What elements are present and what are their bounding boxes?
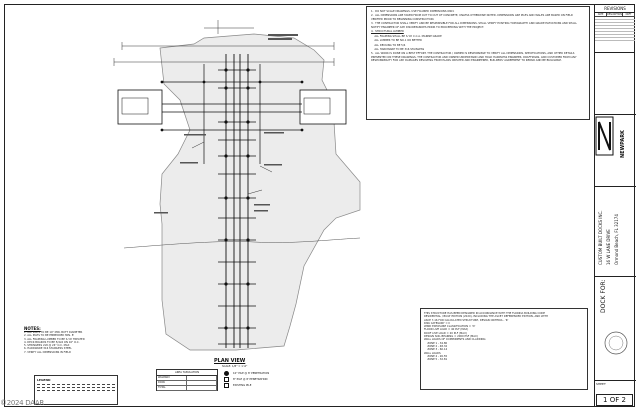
plan-view-title: PLAN VIEW <box>214 358 246 364</box>
note-line: 5. ALL WORK IS DONE ON A BEST EFFORT. TH… <box>371 52 578 63</box>
rev-row <box>595 17 635 20</box>
company-name: NEWPARK <box>620 130 626 158</box>
legend-item: EXISTING PILE <box>224 382 328 388</box>
general-notes: 1. DO NOT SCALE DRAWINGS. USE FIGURED DI… <box>366 6 590 120</box>
rev-col: DESCRIPTION <box>607 13 623 16</box>
area-cell <box>187 381 217 385</box>
note-line: ALL LUMBER TO BE NO.1 OR BETTER <box>371 39 422 43</box>
area-cell: DOCK <box>157 381 187 385</box>
design-line: DESIGN SOIL BEARING = 2000 PSF (MAX) <box>424 335 478 339</box>
design-line: WALL LOADS <box>424 351 441 355</box>
customer-name: CUSTOM BUILT DOCKS INC. <box>598 210 603 265</box>
construction-notes: NOTES: 1. ALL PILES TO BE 10" MIN. BUTT … <box>24 326 164 354</box>
rev-col: DRFT <box>623 13 635 16</box>
note-line: 1. DO NOT SCALE DRAWINGS. USE FIGURED DI… <box>371 10 455 13</box>
rev-row <box>595 38 635 41</box>
tb-divider <box>595 276 636 277</box>
note-line: ALL HARDWARE TO BE 316 STAINLESS <box>371 47 425 51</box>
revisions-table: DATE DESCRIPTION DRFT <box>595 13 635 53</box>
design-line: ZONE 4 - 26.55 <box>424 354 448 358</box>
design-line: RISK CATEGORY = II <box>424 321 450 325</box>
pile-circle-icon <box>224 370 229 376</box>
design-line: ZONE 2 - 48.32 <box>424 344 448 348</box>
table-row: DOCK <box>157 381 217 386</box>
sheet-border <box>4 4 635 407</box>
notes-line: 5. STRINGERS 2x8 @ 24" O.C. MAX <box>24 344 70 348</box>
design-line: ASCE 7-16 FOR CALCULATED STRUCTURE, DESI… <box>424 318 509 322</box>
customer-address-2: Ormond Beach, FL 32174 <box>614 214 619 265</box>
legend-divider <box>37 390 115 391</box>
area-table-title: AREA TABULATION <box>157 370 217 376</box>
tb-divider <box>595 186 636 187</box>
design-line: RESIDENTIAL / BUILT EDITION (2020), INCL… <box>424 315 548 319</box>
legend-divider <box>37 384 115 385</box>
table-row: TOTAL <box>157 386 217 391</box>
notes-title: NOTES: <box>24 326 41 331</box>
note-line: 4. STRUCTURAL LUMBER <box>371 30 404 34</box>
sheet-number: 1 OF 2 <box>596 394 633 406</box>
rev-row <box>595 29 635 32</box>
design-line: FLOOR LIVE LOAD = 40 PLF (MAX) <box>424 328 469 332</box>
note-line: 2. ALL DIMENSIONS ARE TAKEN FROM OUT TO … <box>371 14 574 21</box>
pile-square-icon <box>224 382 229 388</box>
legend-item: 10" PILE @ 8' PENETRATION <box>224 370 328 376</box>
notes-line: 7. VERIFY ALL DIMENSIONS IN FIELD <box>24 350 71 354</box>
area-tabulation: AREA TABULATION WALKWAY DOCK TOTAL <box>156 369 218 391</box>
area-cell: TOTAL <box>157 386 187 390</box>
pile-legend: 10" PILE @ 8' PENETRATION 8" PILE @ 8' P… <box>224 370 328 392</box>
note-line: 3. THE CONTRACTOR SHALL VERIFY AND BE RE… <box>371 22 578 29</box>
rev-col: DATE <box>595 13 608 16</box>
legend-item: 8" PILE @ 8' PENETRATION <box>224 376 328 382</box>
area-cell: WALKWAY <box>157 376 187 380</box>
tb-divider <box>595 114 636 115</box>
notes-line: 4. DECK BOARDS TO BE 5/4x6 ON 16" O.C. <box>24 340 80 344</box>
notes-line: 2. ALL PILES TO BE EMBEDDED MIN. 8' <box>24 334 75 338</box>
title-block: REVISIONS DATE DESCRIPTION DRFT <box>594 4 636 407</box>
legend-label: 8" PILE @ 8' PENETRATION <box>233 377 268 381</box>
area-cell <box>187 386 217 390</box>
design-line: ZONE 3 - 60.14 <box>424 348 448 352</box>
legend-label: EXISTING PILE <box>233 383 252 387</box>
plan-view-scale: SCALE: 1/8" = 1'-0" <box>222 365 248 368</box>
pile-square-icon <box>224 376 229 382</box>
engineer-seal-icon <box>604 331 628 355</box>
design-line: THIS STRUCTURE HAS BEEN DESIGNED IN ACCO… <box>424 312 546 315</box>
note-line: ALL FRAMING SHALL BE S.Y.P. C.C.A. MARIN… <box>371 34 442 38</box>
customer-address-1: 16 W LANE DRIVE <box>606 229 611 265</box>
rev-row <box>595 26 635 29</box>
company-logo-icon <box>595 116 614 156</box>
watermark: ©2024 DAAR <box>0 399 44 407</box>
design-line: ROOF LIVE LOAD = 20 PLF (MAX) <box>424 331 467 335</box>
rev-row <box>595 32 635 35</box>
design-line: ZONE 5 - 32.81 <box>424 358 448 362</box>
sheet-label: SHEET <box>596 382 606 386</box>
design-line: WALL LOADS OF COMPONENTS AND CLADDING <box>424 338 486 342</box>
design-criteria: THIS STRUCTURE HAS BEEN DESIGNED IN ACCO… <box>420 308 588 390</box>
rev-row <box>595 23 635 26</box>
design-line: WIND EXPOSURE CLASSIFICATION = 'D' <box>424 325 476 329</box>
plan-view-svg <box>113 20 361 351</box>
plan-drawing <box>4 4 594 407</box>
rev-row <box>595 20 635 23</box>
notes-line: 1. ALL PILES TO BE 10" MIN. BUTT DIAMETE… <box>24 331 83 334</box>
dock-for-label: DOCK FOR: <box>600 279 607 313</box>
legend-divider <box>37 387 115 388</box>
rev-row <box>595 35 635 38</box>
notes-line: 6. HARDWARE 316 STAINLESS STEEL <box>24 347 72 351</box>
table-row: WALKWAY <box>157 376 217 381</box>
area-cell <box>187 376 217 380</box>
legend-box: LEGEND <box>34 375 118 405</box>
tb-divider <box>595 380 636 381</box>
rev-columns: DATE DESCRIPTION DRFT <box>595 13 635 17</box>
revisions-header: REVISIONS <box>595 4 635 13</box>
notes-line: 3. ALL FRAMING LUMBER TO BE S.Y.P. TREAT… <box>24 337 85 341</box>
design-line: ZONE 1 - 34.80 <box>424 341 448 345</box>
legend-title: LEGEND <box>37 378 51 382</box>
note-line: ALL DECKING TO BE 5/4 <box>371 43 406 47</box>
legend-label: 10" PILE @ 8' PENETRATION <box>233 371 270 375</box>
